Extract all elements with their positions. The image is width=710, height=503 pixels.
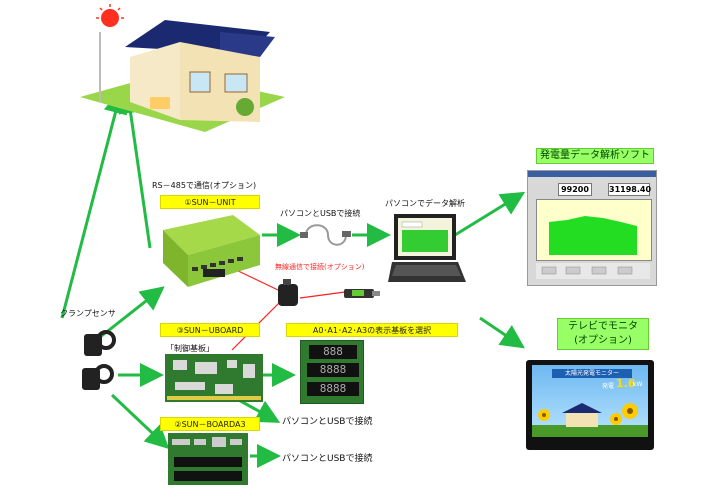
red-line-transmitter-receiver [299, 291, 346, 299]
display-board: 888 8888 8888 [300, 340, 364, 404]
software-value-2: 31198.40 [608, 183, 652, 196]
display-row-3: 8888 [307, 382, 359, 396]
house-with-solar-panels-icon [80, 4, 285, 132]
pc-analysis-label: パソコンでデータ解析 [385, 199, 465, 208]
arrow-clamp-to-house [60, 89, 128, 319]
rs485-label: RS－485で通信(オプション) [152, 181, 257, 190]
sun-uboard-label: ③SUN－UBOARD [160, 323, 260, 337]
arrow-pc-to-tv [479, 316, 525, 349]
clamp-sensor-label: クランプセンサ [60, 309, 116, 318]
arrow-clamp-to-boarda3 [110, 393, 170, 450]
arrow-unit-to-house [118, 89, 152, 249]
software-controls [536, 263, 650, 279]
tv-reading-label: 発電 [602, 383, 615, 390]
sun-boarda3-label: ②SUN－BOARDA3 [160, 417, 260, 431]
display-select-label: A0･A1･A2･A3の表示基板を選択 [286, 323, 458, 337]
usb-connect-label-2: パソコンとUSBで接続 [282, 454, 373, 464]
wireless-receiver-icon [344, 289, 380, 298]
tv-reading-value: 1.6 [616, 377, 636, 390]
sun-unit-device [163, 215, 260, 287]
software-title-label: 発電量データ解析ソフト [536, 148, 654, 164]
software-chart [536, 199, 652, 261]
display-row-2: 8888 [307, 363, 359, 377]
tv-frame: 太陽光発電モニター 発電 1.6 kW [526, 360, 654, 450]
boarda3-icon [168, 433, 248, 485]
tv-title-label: テレビでモニタ (オプション) [557, 318, 649, 350]
tv-screen-title: 太陽光発電モニター [552, 369, 632, 378]
tv-reading-unit: kW [633, 381, 643, 388]
clamp-sensor-icon [82, 330, 116, 390]
usb-cable-icon [300, 224, 351, 246]
software-buttons [541, 266, 633, 275]
control-board-label: 「制御基板」 [166, 344, 214, 353]
tv-scene-icon [532, 403, 648, 437]
wireless-transmitter-icon [278, 279, 298, 306]
control-board-icon [165, 354, 263, 402]
display-row-1: 888 [309, 345, 357, 359]
sun-unit-label: ①SUN－UNIT [160, 195, 260, 209]
red-line-unit-wireless [231, 267, 279, 291]
software-value-1: 99200 [558, 183, 592, 196]
software-titlebar [528, 171, 656, 177]
arrow-pc-to-software [454, 191, 526, 237]
usb-connect-label-top: パソコンとUSBで接続 [280, 209, 361, 218]
laptop-icon [388, 214, 466, 282]
software-chart-bars [549, 216, 637, 255]
usb-connect-label-1: パソコンとUSBで接続 [282, 417, 373, 427]
wireless-label: 無線通信で接続(オプション) [275, 263, 365, 271]
tv-screen: 太陽光発電モニター 発電 1.6 kW [532, 365, 648, 437]
software-window: 99200 31198.40 [527, 170, 657, 286]
